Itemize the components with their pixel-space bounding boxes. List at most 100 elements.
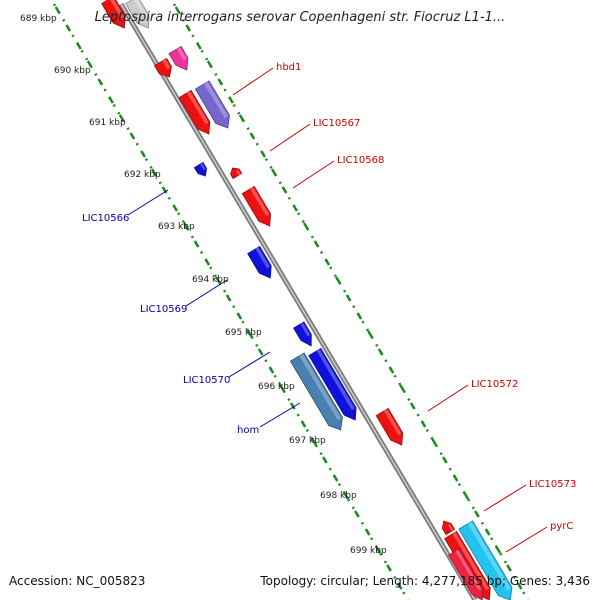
- forward-cds-hbd1-highlight: [186, 91, 209, 125]
- inner-tick-mark: [386, 564, 392, 572]
- inner-tick-mark: [236, 312, 243, 320]
- outer-tick-mark: [388, 366, 395, 374]
- map-title: Leptospira interrogans serovar Copenhage…: [94, 10, 506, 25]
- scale-label: 694 kbp: [192, 275, 229, 285]
- outer-tick-mark: [367, 330, 373, 338]
- gene-label-lic10573[interactable]: LIC10573: [529, 479, 576, 490]
- inner-tick-mark: [65, 24, 72, 32]
- reverse-cds-lic10569-highlight: [255, 247, 271, 269]
- scale-ticks: [54, 6, 523, 590]
- outer-tick-mark: [409, 402, 416, 410]
- purple-feature[interactable]: [194, 80, 230, 129]
- reverse-cds-hom-highlight: [316, 349, 355, 411]
- scale-label: 693 kbp: [158, 222, 195, 232]
- outer-tick-mark: [506, 564, 512, 572]
- forward-cds-lic10567-highlight: [236, 169, 241, 176]
- forward-cds-lic10568-highlight: [250, 187, 270, 217]
- scale-label: 689 kbp: [20, 14, 57, 24]
- accession-text: Accession: NC_005823: [9, 574, 146, 588]
- gray-feature-top-highlight: [134, 0, 149, 19]
- gene-label-lic10572[interactable]: LIC10572: [471, 379, 518, 390]
- forward-cds-top[interactable]: [101, 0, 126, 29]
- scale-label: 690 kbp: [54, 66, 91, 76]
- outer-tick-mark: [345, 294, 352, 302]
- inner-tick-mark: [225, 294, 232, 302]
- gene-label-lic10566[interactable]: LIC10566: [82, 213, 129, 224]
- inner-tick-mark: [354, 510, 360, 518]
- inner-tick-mark: [343, 492, 350, 500]
- gene-label-pyrc[interactable]: pyrC: [550, 521, 573, 532]
- forward-cds-lic10573[interactable]: [441, 520, 456, 536]
- inner-tick-mark: [289, 402, 296, 410]
- outer-tick-mark: [441, 456, 448, 464]
- inner-tick-mark: [257, 348, 264, 356]
- inner-tick-mark: [129, 132, 136, 140]
- pink-feature-highlight: [176, 47, 187, 61]
- gene-label-hom[interactable]: hom: [237, 425, 259, 436]
- pink-feature[interactable]: [168, 45, 189, 71]
- outer-tick-mark: [356, 312, 363, 320]
- steelblue-feature[interactable]: [289, 352, 343, 431]
- inner-tick-mark: [215, 276, 221, 284]
- inner-tick-mark: [97, 78, 104, 86]
- inner-tick-mark: [300, 420, 307, 428]
- inner-tick-mark: [311, 438, 318, 446]
- scale-label: 697 kbp: [289, 436, 326, 446]
- gene-label-lic10570[interactable]: LIC10570: [183, 375, 230, 386]
- outer-tick-mark: [474, 510, 480, 518]
- gene-label-lic10569[interactable]: LIC10569: [140, 304, 187, 315]
- forward-cds-lic10568[interactable]: [241, 185, 272, 227]
- forward-cds-lic10572-highlight: [383, 409, 402, 436]
- scale-label: 691 kbp: [89, 118, 126, 128]
- reverse-cds-lic10570-highlight: [300, 322, 311, 337]
- scale-label: 696 kbp: [258, 382, 295, 392]
- scale-label: 698 kbp: [320, 491, 357, 501]
- forward-cds-top-highlight: [110, 0, 125, 19]
- outer-tick-mark: [249, 132, 256, 140]
- gene-label-lic10567[interactable]: LIC10567: [313, 118, 360, 129]
- forward-cds-small-highlight: [162, 59, 171, 70]
- forward-cds-pyrc-b[interactable]: [448, 548, 483, 600]
- leader-lic10569: [185, 279, 228, 307]
- gene-label-hbd1[interactable]: hbd1: [276, 62, 301, 73]
- forward-cds-pyrc-a-highlight: [452, 532, 490, 591]
- outer-tick-mark: [335, 276, 341, 284]
- leader-lic10573: [483, 484, 527, 512]
- reverse-cds-lic10569[interactable]: [247, 245, 272, 279]
- reverse-cds-hom[interactable]: [308, 347, 357, 421]
- gene-label-lic10568[interactable]: LIC10568: [337, 155, 384, 166]
- inner-tick-mark: [375, 546, 382, 554]
- leader-hbd1: [232, 67, 274, 96]
- inner-tick-mark: [204, 258, 211, 266]
- forward-cds-lic10572[interactable]: [375, 407, 404, 446]
- outer-tick-mark: [174, 6, 181, 14]
- inner-tick-mark: [268, 366, 275, 374]
- inner-tick-mark: [193, 240, 200, 248]
- leader-pyrc: [505, 526, 548, 553]
- gray-feature-top[interactable]: [125, 0, 150, 29]
- inner-tick-mark: [364, 528, 371, 536]
- outer-tick-mark: [185, 24, 192, 32]
- outer-tick-mark: [302, 222, 309, 230]
- reverse-cds-lic10566-highlight: [200, 162, 206, 171]
- scale-label: 695 kbp: [225, 328, 262, 338]
- forward-cds-hbd1[interactable]: [178, 89, 211, 135]
- outer-tick-mark: [431, 438, 438, 446]
- outer-tick-mark: [206, 60, 213, 68]
- outer-tick-mark: [377, 348, 384, 356]
- steelblue-feature-highlight: [299, 353, 342, 421]
- outer-tick-mark: [217, 78, 224, 86]
- inner-tick-mark: [172, 204, 179, 212]
- inner-tick-mark: [150, 168, 157, 176]
- inner-tick-mark: [86, 60, 93, 68]
- cyan-feature[interactable]: [458, 520, 513, 600]
- forward-cds-pyrc-b-highlight: [455, 549, 482, 591]
- leader-lic10566: [127, 189, 169, 216]
- gene-features: [101, 0, 513, 600]
- outer-tick-mark: [484, 528, 491, 536]
- inner-tick-mark: [247, 330, 253, 338]
- forward-cds-lic10567[interactable]: [230, 167, 243, 180]
- inner-tick-mark: [396, 582, 403, 590]
- reverse-cds-lic10570[interactable]: [293, 321, 312, 347]
